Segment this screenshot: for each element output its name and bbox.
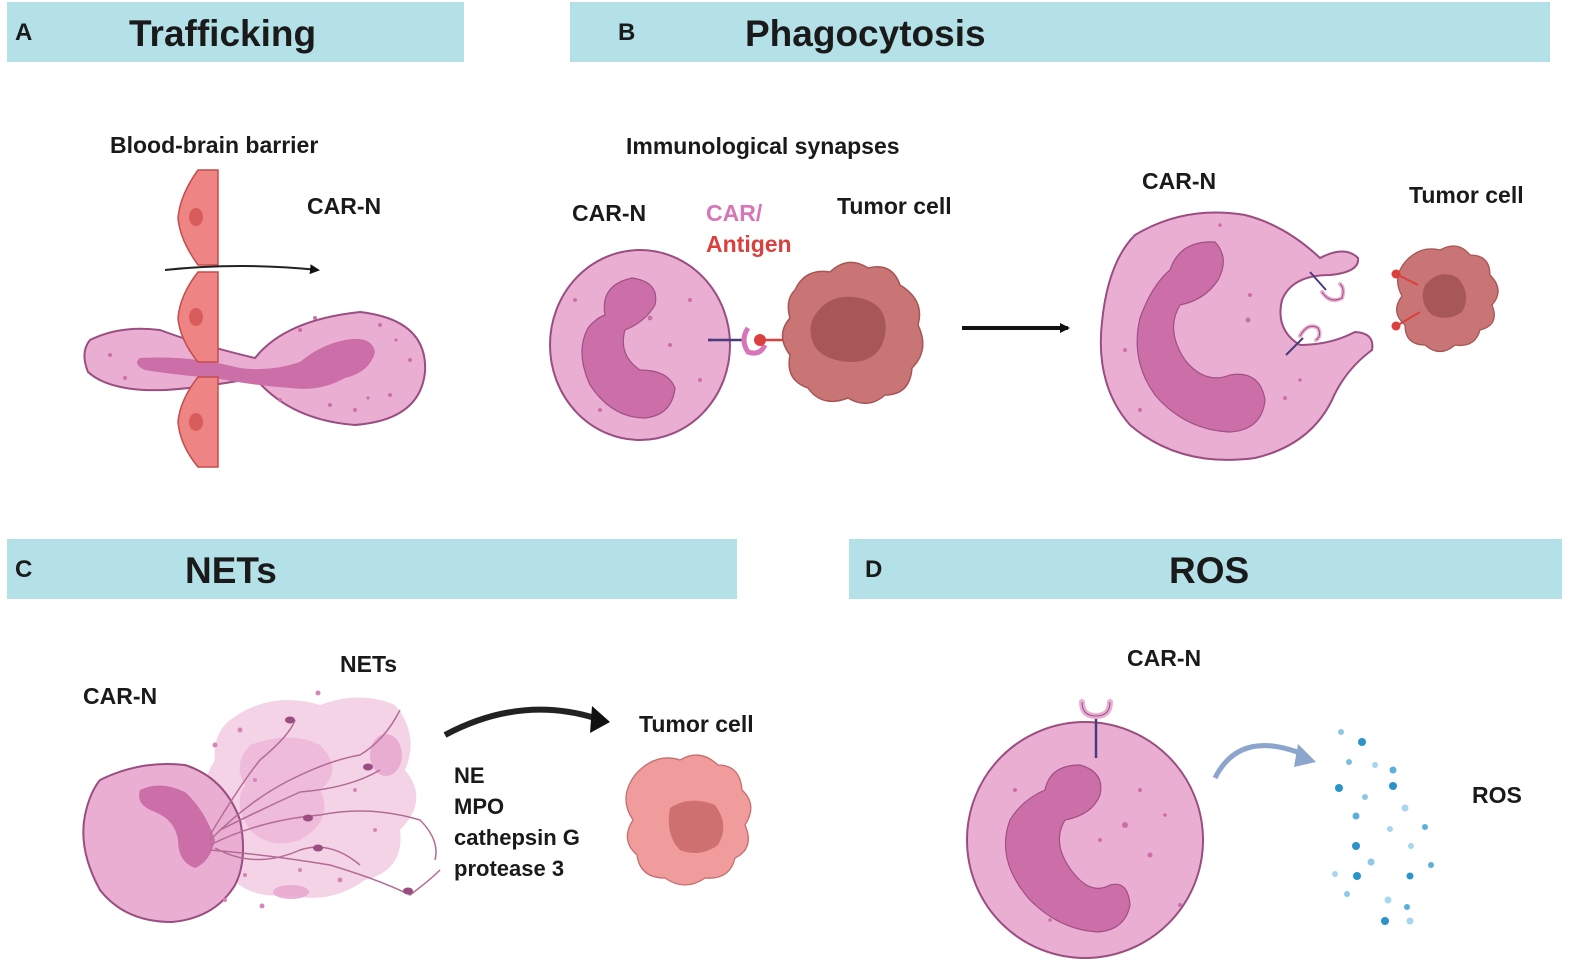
panel-b-header: B Phagocytosis [570,2,1550,62]
panel-a-letter: A [15,19,33,46]
nets-to-tumor-arrow [443,706,596,738]
ros-label-d: ROS [1472,782,1522,808]
car-receptor-d [1079,699,1113,720]
car-n-label-b2: CAR-N [1142,168,1217,194]
tumor-nucleus-c [668,800,724,854]
nucleus-d [1004,764,1131,933]
panel-d-artwork [966,699,1434,959]
panel-c-artwork [82,690,752,924]
panel-a-header: A Trafficking [7,2,464,62]
antigen-ball-b2-top [1391,269,1401,279]
car-receptor-b2-top [1320,282,1346,302]
nets-label-c: NETs [340,651,398,677]
car-stem-b2-top [1309,271,1327,291]
tumor-nucleus-b2 [1422,274,1467,318]
ros-particles [1332,729,1434,925]
car-n-label-c: CAR-N [83,683,158,709]
car-label: CAR/ [706,200,763,226]
net-component-cathepsin-g: cathepsin G [454,825,580,850]
transmigrating-nucleus [136,338,375,389]
panel-d-title: ROS [1169,550,1250,591]
panel-b-artwork [549,211,1499,461]
net-component-mpo: MPO [454,794,505,819]
net-strands [209,709,441,896]
car-receptor-b2-bottom [1298,324,1322,342]
panel-c-title: NETs [185,550,277,591]
immunological-synapses-label: Immunological synapses [626,133,900,159]
car-receptor-b1 [741,326,768,356]
net-components-list: NE MPO cathepsin G protease 3 [454,760,580,884]
antigen-ball-b1 [754,334,766,346]
panel-d-header: D ROS [849,539,1562,599]
tumor-cell-label-b2: Tumor cell [1409,182,1524,208]
car-n-label-b1: CAR-N [572,200,647,226]
blood-brain-barrier-label: Blood-brain barrier [110,132,319,158]
panel-d-letter: D [865,556,883,583]
net-component-protease-3: protease 3 [454,856,565,881]
tumor-cell-label-c: Tumor cell [639,711,754,737]
antigen-stem-b2-bottom [1397,311,1421,326]
panel-c-letter: C [15,556,33,583]
panel-a-title: Trafficking [129,13,317,54]
car-n-label-d: CAR-N [1127,645,1202,671]
nucleus-c [139,785,215,868]
tumor-nucleus-b1 [810,296,886,362]
panel-c-header: C NETs [7,539,737,599]
car-n-label-a: CAR-N [307,193,382,219]
nucleus-b2 [1136,241,1266,433]
transmigrating-neutrophil [83,310,427,427]
nucleus-b1 [581,277,676,419]
ros-release-arrow [1212,743,1306,780]
antigen-label: Antigen [706,231,792,257]
panel-b-title: Phagocytosis [745,13,986,54]
panel-a-artwork [83,169,427,468]
net-component-ne: NE [454,763,485,788]
car-n-neutrophil-d [966,721,1204,959]
car-n-neutrophil-c [82,763,244,924]
panel-b-letter: B [618,19,636,46]
antigen-stem-b2-top [1397,274,1419,286]
migration-arrow [164,264,320,275]
tumor-cell-label-b1: Tumor cell [837,193,952,219]
car-stem-b2-bottom [1285,337,1304,356]
antigen-ball-b2-bottom [1391,321,1401,331]
